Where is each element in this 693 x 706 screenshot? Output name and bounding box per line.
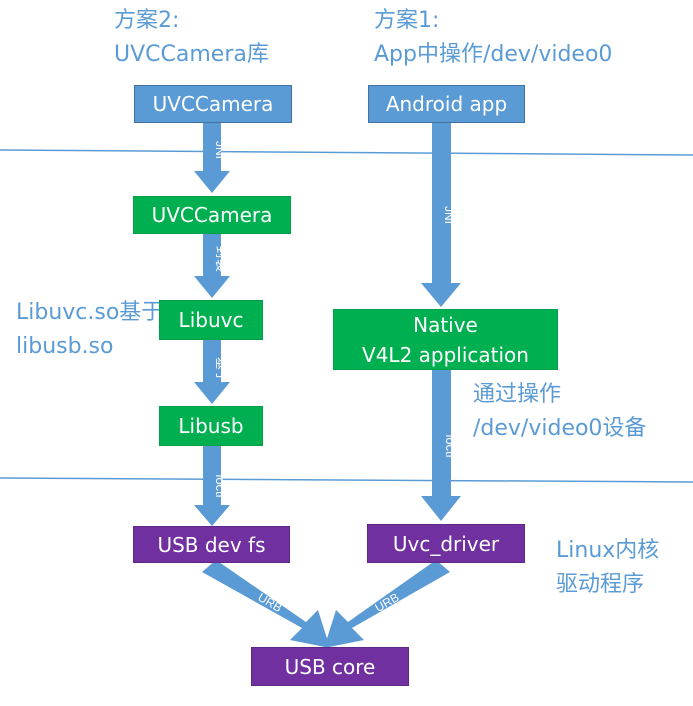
android-app-box: Android app [368, 85, 525, 123]
libusb-box: Libusb [159, 406, 263, 446]
arrow-based-on [194, 340, 230, 404]
arrow-urb-left [202, 560, 330, 648]
arrow-label-ioctl-left: ioctl [213, 474, 228, 497]
native-label-line1: Native [413, 312, 478, 337]
usb-core-label: USB core [284, 654, 376, 679]
plan2-heading-line1: 方案2: [114, 8, 180, 33]
kernel-note: Linux内核 驱动程序 [556, 534, 659, 602]
uvc-driver-box: Uvc_driver [367, 524, 525, 563]
arrow-label-wrap: 封装 [213, 246, 228, 272]
operation-note: 通过操作 /dev/video0设备 [473, 378, 646, 446]
arrow-ioctl-left [194, 446, 230, 526]
uvccamera-mid-box: UVCCamera [133, 196, 291, 234]
libuvc-note: Libuvc.so基于 libusb.so [16, 296, 163, 364]
usb-dev-fs-label: USB dev fs [157, 532, 266, 557]
uvccamera-top-label: UVCCamera [152, 92, 274, 116]
kernel-note-line2: 驱动程序 [556, 572, 645, 597]
libuvc-note-line2: libusb.so [16, 334, 114, 359]
operation-note-line2: /dev/video0设备 [473, 416, 647, 441]
uvc-driver-label: Uvc_driver [392, 531, 500, 556]
arrow-urb-right [324, 560, 450, 648]
arrow-label-jni-left: JNI [213, 141, 227, 159]
libuvc-label: Libuvc [178, 308, 244, 332]
usb-core-box: USB core [251, 647, 409, 686]
native-label-line2: V4L2 application [362, 342, 529, 367]
operation-note-line1: 通过操作 [473, 382, 562, 407]
arrow-label-ioctl-right: ioctl [443, 434, 458, 457]
plan1-heading: 方案1: App中操作/dev/video0 [374, 4, 612, 72]
arrow-jni-left [194, 122, 230, 193]
native-v4l2-box: Native V4L2 application [333, 309, 558, 370]
plan1-heading-line2: App中操作/dev/video0 [374, 42, 613, 67]
libusb-label: Libusb [178, 414, 244, 438]
arrow-label-based-on: 基于 [213, 357, 228, 383]
android-app-label: Android app [385, 92, 508, 116]
uvccamera-top-box: UVCCamera [134, 85, 292, 123]
plan2-heading-line2: UVCCamera库 [114, 42, 269, 67]
divider-line-top [0, 149, 693, 156]
arrow-jni-right [421, 122, 461, 307]
kernel-note-line1: Linux内核 [556, 538, 660, 563]
plan1-heading-line1: 方案1: [374, 8, 440, 33]
divider-line-bottom [0, 477, 693, 483]
usb-dev-fs-box: USB dev fs [133, 526, 290, 563]
plan2-heading: 方案2: UVCCamera库 [114, 4, 269, 72]
arrow-ioctl-right [421, 370, 461, 521]
arrow-wrap [194, 233, 230, 298]
libuvc-note-line1: Libuvc.so基于 [16, 300, 164, 325]
arrow-label-jni-right: JNI [442, 206, 456, 224]
libuvc-box: Libuvc [159, 300, 263, 340]
uvccamera-mid-label: UVCCamera [151, 203, 273, 227]
